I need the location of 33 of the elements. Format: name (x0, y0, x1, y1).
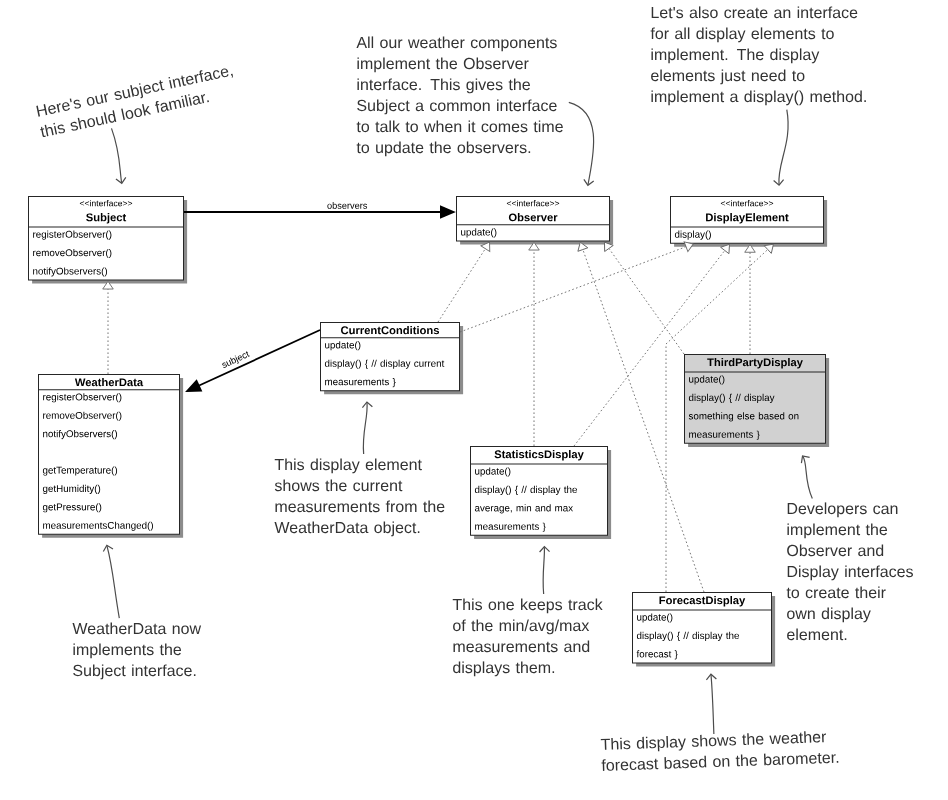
handwritten-note: Here's our subject interface, this should look familiar. (36, 68, 233, 138)
leader-arrow (705, 673, 717, 735)
realization-arrow (577, 241, 705, 593)
class-box (470, 446, 612, 539)
leader-arrow (538, 545, 551, 595)
leader-arrow (773, 109, 789, 187)
class-box (28, 196, 188, 284)
class-box (632, 592, 776, 667)
realization-arrow (744, 244, 756, 355)
handwritten-note: WeatherData now implements the Subject interface. (72, 622, 202, 680)
realization-arrow (604, 241, 685, 355)
realization-arrow (437, 241, 491, 323)
handwritten-note: Let's also create an interface for all display elements to implement. The display elements just need to implement a display() method. (650, 6, 866, 106)
handwritten-note: This display shows the weather forecast based on the barometer. (600, 731, 839, 771)
handwritten-note: This one keeps track of the min/avg/max measurements and displays them. (452, 598, 603, 677)
class-box (38, 374, 184, 538)
class-box (670, 196, 828, 247)
realization-arrow (528, 241, 540, 447)
leader-arrow (110, 127, 127, 185)
realization-arrow (665, 243, 774, 593)
realization-arrow (459, 241, 694, 333)
leader-arrow (102, 544, 120, 619)
leader-arrow (568, 101, 595, 187)
leader-arrow (361, 401, 373, 455)
handwritten-note: Developers can implement the Observer and Display interfaces to create their own display element. (786, 502, 913, 641)
class-box (456, 196, 614, 245)
realization-arrow (102, 280, 114, 375)
realization-arrow (573, 243, 730, 447)
handwritten-note: All our weather components implement the Observer interface. This gives the Subject a common interface to talk to when it comes time to update the observers. (356, 36, 563, 157)
handwritten-note: This display element shows the current measurements from the WeatherData object. (274, 458, 445, 537)
leader-arrow (800, 455, 813, 499)
class-box (320, 322, 464, 395)
class-box (684, 354, 830, 447)
